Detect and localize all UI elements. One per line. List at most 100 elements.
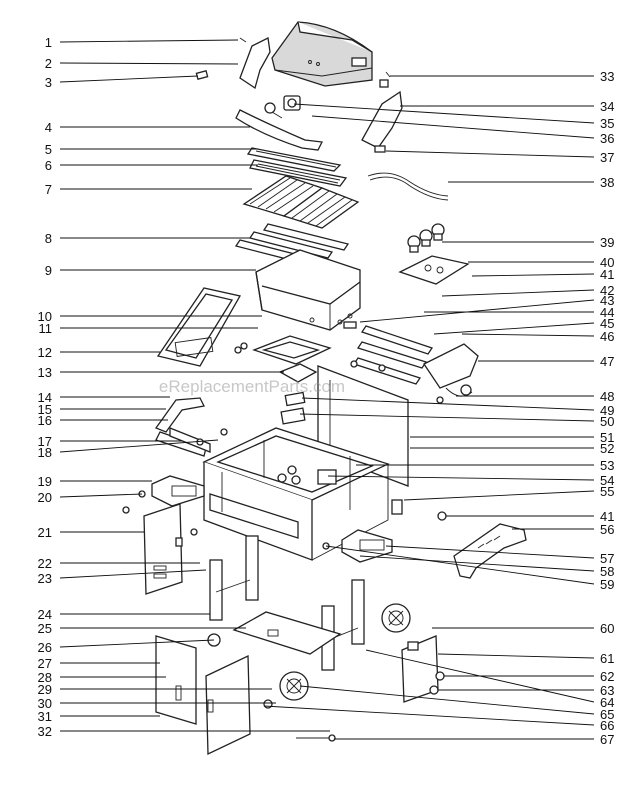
callout-41: 41 (600, 509, 614, 524)
callout-18: 18 (38, 445, 52, 460)
callout-57: 57 (600, 551, 614, 566)
left-door (143, 503, 183, 595)
callout-4: 4 (45, 120, 52, 135)
callout-43: 43 (600, 293, 614, 308)
callout-50: 50 (600, 414, 614, 429)
leader-line-41 (471, 273, 595, 277)
callout-26: 26 (38, 640, 52, 655)
leader-line-3 (59, 75, 199, 83)
callout-66: 66 (600, 718, 614, 733)
callout-12: 12 (38, 345, 52, 360)
callout-21: 21 (38, 525, 52, 540)
callout-47: 47 (600, 354, 614, 369)
leader-line-35 (293, 103, 595, 124)
callout-54: 54 (600, 473, 614, 488)
callout-6: 6 (45, 158, 52, 173)
leader-line-37 (385, 150, 595, 158)
callout-24: 24 (38, 607, 52, 622)
control-panel (156, 287, 242, 367)
cart-legs (209, 535, 365, 671)
callout-30: 30 (38, 696, 52, 711)
callout-27: 27 (38, 656, 52, 671)
callout-46: 46 (600, 329, 614, 344)
drip-tray (278, 363, 318, 383)
callout-64: 64 (600, 695, 614, 710)
callout-45: 45 (600, 316, 614, 331)
cookbox (255, 249, 361, 331)
leader-line-58 (359, 555, 595, 572)
leader-line-2 (59, 62, 239, 65)
warming-rack (246, 147, 342, 172)
callout-40: 40 (600, 255, 614, 270)
callout-33: 33 (600, 69, 614, 84)
left-end-cap (239, 37, 271, 90)
callout-36: 36 (600, 131, 614, 146)
callout-20: 20 (38, 490, 52, 505)
callout-60: 60 (600, 621, 614, 636)
callout-63: 63 (600, 683, 614, 698)
callout-53: 53 (600, 458, 614, 473)
callout-10: 10 (38, 309, 52, 324)
leader-line-26 (59, 639, 215, 648)
callout-16: 16 (38, 413, 52, 428)
leader-line-61 (437, 653, 595, 659)
callout-61: 61 (600, 651, 614, 666)
cooking-grates (242, 175, 360, 229)
callout-9: 9 (45, 263, 52, 278)
left-bracket (151, 475, 205, 507)
callout-37: 37 (600, 150, 614, 165)
leader-lines (59, 39, 595, 740)
leader-line-36 (311, 115, 595, 139)
lid (271, 21, 373, 87)
callout-62: 62 (600, 669, 614, 684)
frame (202, 427, 390, 561)
leader-line-45 (433, 322, 595, 335)
callout-2: 2 (45, 56, 52, 71)
callout-38: 38 (600, 175, 614, 190)
callout-56: 56 (600, 522, 614, 537)
leader-line-65 (299, 685, 595, 715)
leader-line-20 (59, 493, 143, 498)
callout-39: 39 (600, 235, 614, 250)
callout-51: 51 (600, 430, 614, 445)
callout-52: 52 (600, 441, 614, 456)
control-knobs (407, 223, 445, 253)
callout-17: 17 (38, 434, 52, 449)
watermark: eReplacementParts.com (159, 377, 345, 396)
callout-59: 59 (600, 577, 614, 592)
leader-line-23 (59, 569, 207, 579)
leader-line-57 (385, 545, 595, 559)
leader-line-54 (327, 475, 595, 481)
leader-line-1 (59, 39, 239, 43)
lid-handle (235, 109, 323, 151)
side-handle (453, 523, 527, 579)
callout-11: 11 (39, 321, 53, 336)
callout-14: 14 (38, 390, 52, 405)
leader-line-42 (441, 289, 595, 297)
manifold (423, 343, 479, 389)
callout-19: 19 (38, 474, 52, 489)
callout-labels: 1234567891011121314151617181920212223242… (38, 35, 615, 747)
callout-1: 1 (45, 35, 52, 50)
callout-65: 65 (600, 707, 614, 722)
callout-5: 5 (45, 142, 52, 157)
callout-34: 34 (600, 99, 614, 114)
callout-35: 35 (600, 116, 614, 131)
fuel-hose (367, 172, 449, 197)
callout-41: 41 (600, 267, 614, 282)
leader-line-18 (59, 439, 219, 453)
callout-28: 28 (38, 670, 52, 685)
callout-7: 7 (45, 182, 52, 197)
lower-right-door (205, 654, 251, 756)
callout-49: 49 (600, 403, 614, 418)
leader-line-49 (301, 397, 595, 411)
callout-58: 58 (600, 564, 614, 579)
leader-line-59 (325, 545, 595, 585)
wheels (279, 603, 411, 701)
callout-55: 55 (600, 484, 614, 499)
callout-25: 25 (38, 621, 52, 636)
grill-parts (122, 21, 527, 756)
burner-tubes (360, 325, 434, 355)
